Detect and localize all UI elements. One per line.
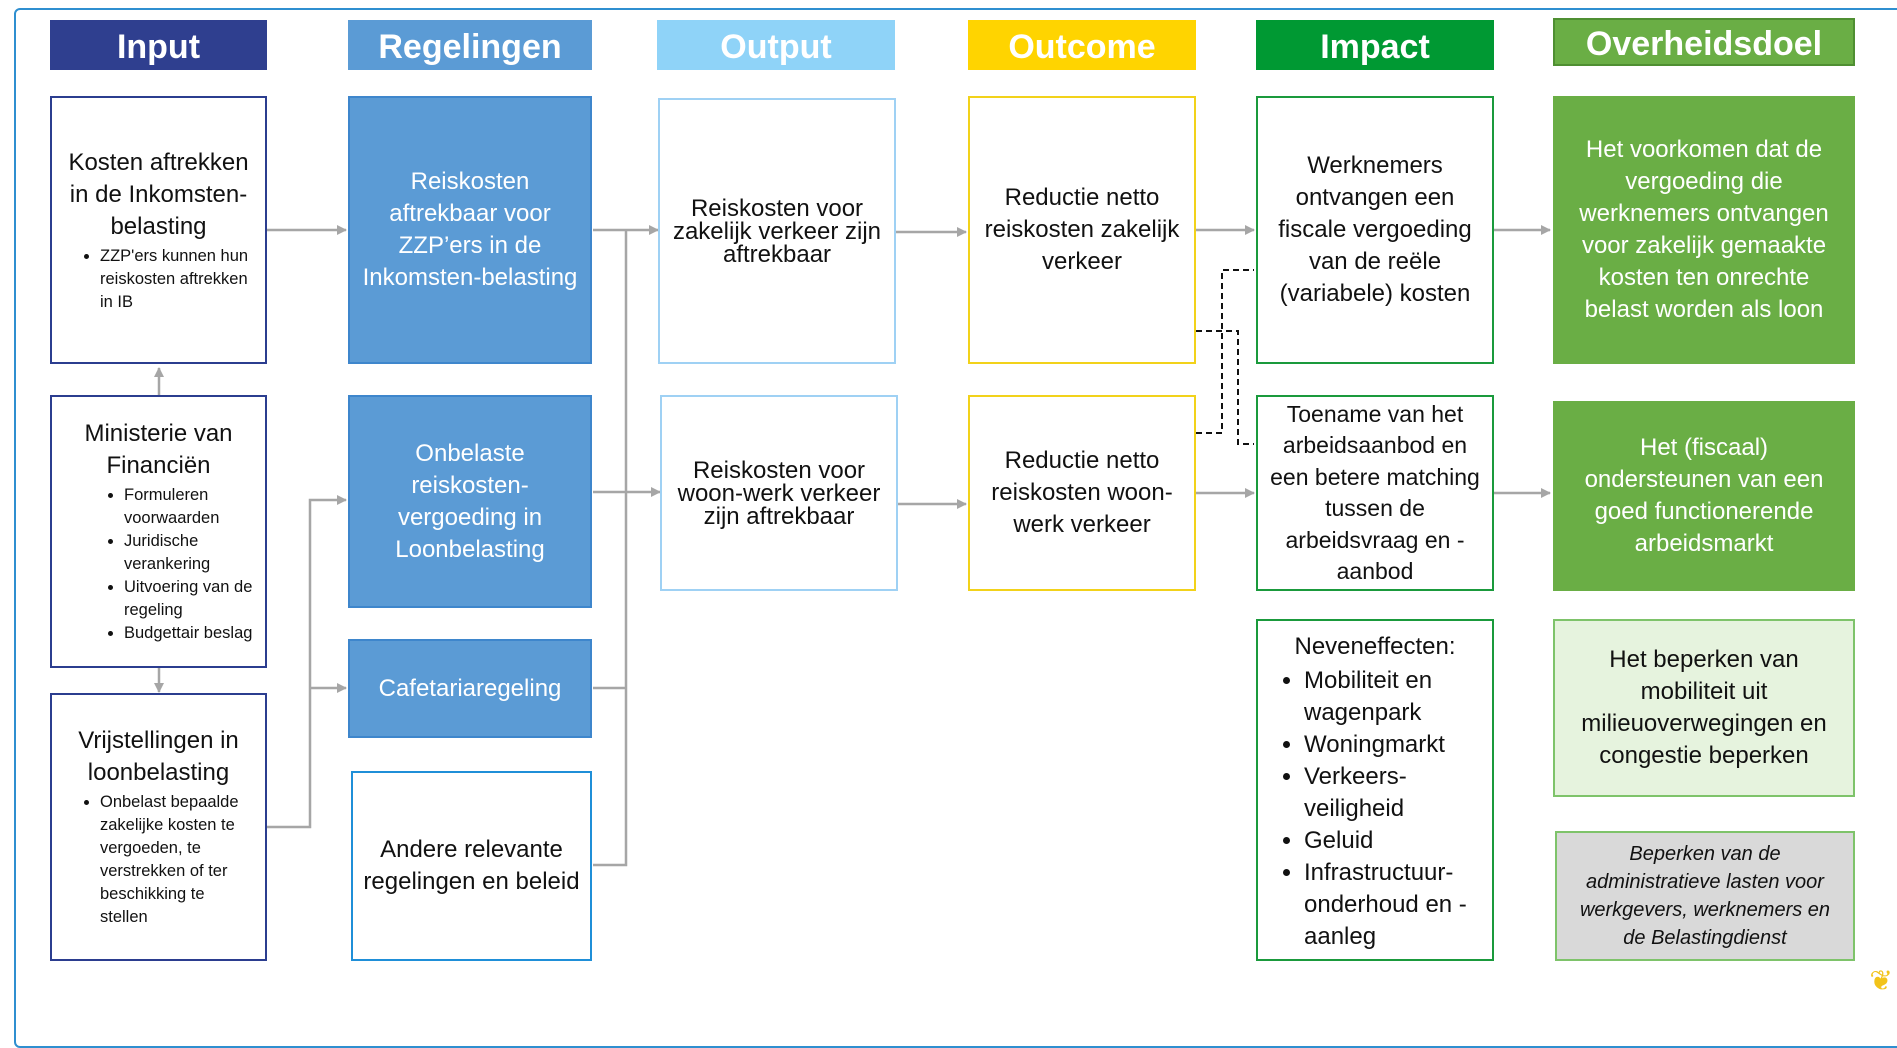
output-zakelijk-text: Reiskosten voor zakelijk verkeer zijn af… bbox=[672, 194, 882, 268]
input-ministerie-bullets: Formuleren voorwaarden Juridische verank… bbox=[62, 484, 255, 645]
outcome-woonwerk: Reductie netto reiskosten woon-werk verk… bbox=[968, 395, 1196, 591]
impact-neveneffecten-bullets: Mobiliteit en wagenpark Woningmarkt Verk… bbox=[1268, 665, 1482, 953]
list-item: Infrastructuur-onderhoud en -aanleg bbox=[1304, 857, 1482, 953]
impact-werknemers: Werknemers ontvangen een fiscale vergoed… bbox=[1256, 96, 1494, 364]
regeling-onbelaste-text: Onbelaste reiskosten-vergoeding in Loonb… bbox=[395, 439, 545, 563]
regeling-reiskosten-zzp: Reiskosten aftrekbaar voor ZZP’ers in de… bbox=[348, 96, 592, 364]
regeling-andere-text: Andere relevante regelingen en beleid bbox=[363, 836, 580, 895]
list-item: Woningmarkt bbox=[1304, 729, 1482, 761]
outcome-woonwerk-text: Reductie netto reiskosten woon-werk verk… bbox=[991, 447, 1173, 538]
list-item: Uitvoering van de regeling bbox=[124, 576, 255, 622]
regeling-reiskosten-zzp-text: Reiskosten aftrekbaar voor ZZP’ers in de… bbox=[362, 168, 578, 291]
input-vrijstellingen-bullets: Onbelast bepaalde zakelijke kosten te ve… bbox=[62, 791, 255, 929]
header-overheidsdoel: Overheidsdoel bbox=[1553, 18, 1855, 66]
input-vrijstellingen: Vrijstellingen in loonbelasting Onbelast… bbox=[50, 693, 267, 961]
input-kosten-bullets: ZZP'ers kunnen hun reiskosten aftrekken … bbox=[62, 245, 255, 314]
header-outcome: Outcome bbox=[968, 20, 1196, 70]
goal-mobiliteit-text: Het beperken van mobiliteit uit milieuov… bbox=[1581, 646, 1827, 769]
goal-arbeidsmarkt-text: Het (fiscaal) ondersteunen van een goed … bbox=[1584, 434, 1824, 557]
list-item: Formuleren voorwaarden bbox=[124, 484, 255, 530]
goal-arbeidsmarkt: Het (fiscaal) ondersteunen van een goed … bbox=[1553, 401, 1855, 591]
goal-voorkomen-belasting: Het voorkomen dat de vergoeding die werk… bbox=[1553, 96, 1855, 364]
outcome-zakelijk: Reductie netto reiskosten zakelijk verke… bbox=[968, 96, 1196, 364]
header-impact: Impact bbox=[1256, 20, 1494, 70]
outcome-zakelijk-text: Reductie netto reiskosten zakelijk verke… bbox=[984, 184, 1180, 275]
output-woonwerk-text: Reiskosten voor woon-werk verkeer zijn a… bbox=[677, 456, 881, 530]
regeling-cafetaria-text: Cafetariaregeling bbox=[378, 674, 562, 702]
list-item: ZZP'ers kunnen hun reiskosten aftrekken … bbox=[100, 245, 255, 314]
input-vrijstellingen-title: Vrijstellingen in loonbelasting bbox=[78, 727, 239, 786]
impact-werknemers-text: Werknemers ontvangen een fiscale vergoed… bbox=[1278, 152, 1472, 307]
input-kosten-aftrekken: Kosten aftrekken in de Inkomsten-belasti… bbox=[50, 96, 267, 364]
regeling-cafetaria: Cafetariaregeling bbox=[348, 639, 592, 738]
header-input: Input bbox=[50, 20, 267, 70]
list-item: Onbelast bepaalde zakelijke kosten te ve… bbox=[100, 791, 255, 929]
goal-administratief-text: Beperken van de administratieve lasten v… bbox=[1579, 843, 1831, 949]
impact-toename-arbeidsaanbod: Toename van het arbeidsaanbod en een bet… bbox=[1256, 395, 1494, 591]
list-item: Mobiliteit en wagenpark bbox=[1304, 665, 1482, 729]
ministry-logo-icon: ❦ bbox=[1869, 965, 1893, 996]
goal-administratieve-lasten: Beperken van de administratieve lasten v… bbox=[1555, 831, 1855, 961]
list-item: Budgettair beslag bbox=[124, 622, 255, 645]
input-ministerie-title: Ministerie van Financiën bbox=[84, 420, 233, 479]
regeling-andere: Andere relevante regelingen en beleid bbox=[351, 771, 592, 961]
input-kosten-title: Kosten aftrekken in de Inkomsten-belasti… bbox=[68, 148, 249, 240]
impact-neveneffecten-title: Neveneffecten: bbox=[1294, 633, 1456, 660]
impact-neveneffecten: Neveneffecten: Mobiliteit en wagenpark W… bbox=[1256, 619, 1494, 961]
input-ministerie: Ministerie van Financiën Formuleren voor… bbox=[50, 395, 267, 668]
impact-toename-text: Toename van het arbeidsaanbod en een bet… bbox=[1270, 400, 1480, 585]
header-regelingen: Regelingen bbox=[348, 20, 592, 70]
output-zakelijk: Reiskosten voor zakelijk verkeer zijn af… bbox=[658, 98, 896, 364]
regeling-onbelaste-vergoeding: Onbelaste reiskosten-vergoeding in Loonb… bbox=[348, 395, 592, 608]
connector-lines bbox=[154, 225, 1551, 867]
list-item: Verkeers-veiligheid bbox=[1304, 761, 1482, 825]
header-output: Output bbox=[657, 20, 895, 70]
output-woonwerk: Reiskosten voor woon-werk verkeer zijn a… bbox=[660, 395, 898, 591]
list-item: Juridische verankering bbox=[124, 530, 255, 576]
goal-voorkomen-text: Het voorkomen dat de vergoeding die werk… bbox=[1579, 136, 1829, 323]
goal-mobiliteit-milieu: Het beperken van mobiliteit uit milieuov… bbox=[1553, 619, 1855, 797]
list-item: Geluid bbox=[1304, 825, 1482, 857]
